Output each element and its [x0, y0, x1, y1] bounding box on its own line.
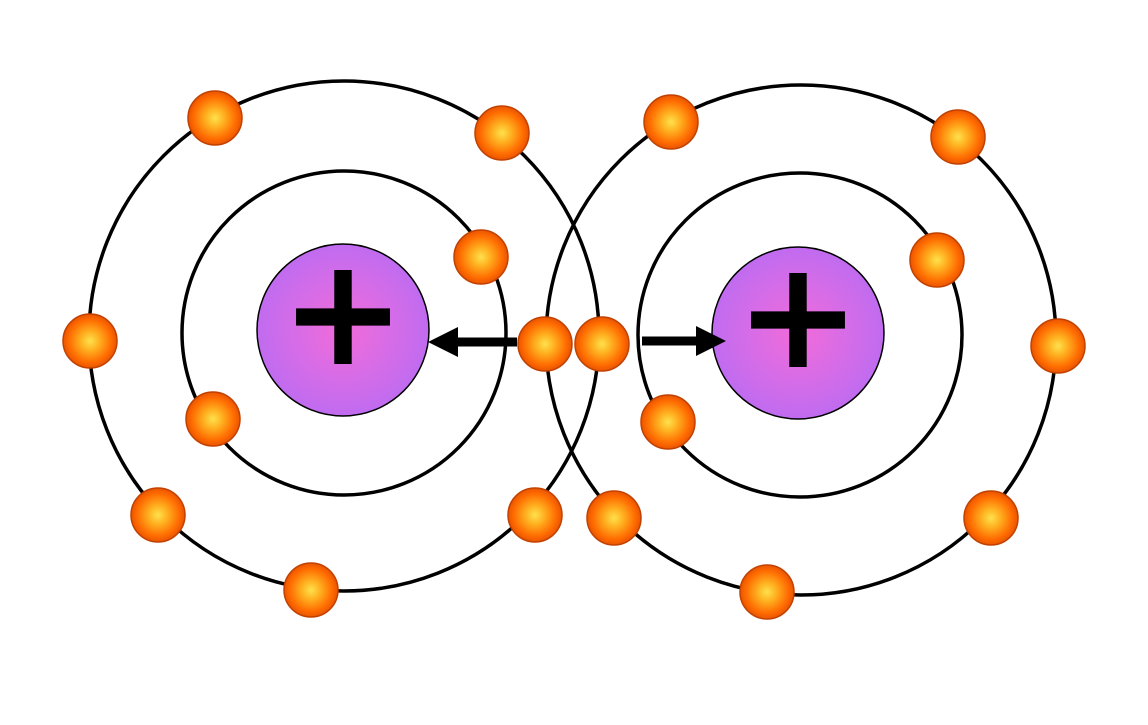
left-outer-electron: [507, 487, 563, 543]
right-atom: +: [544, 83, 1058, 597]
right-inner-orbit: [636, 171, 964, 499]
left-inner-electron: [185, 391, 241, 447]
right-inner-electron: [640, 394, 696, 450]
right-pull-arrow: [642, 326, 726, 356]
shared-electron: [517, 316, 573, 372]
right-outer-electron: [643, 94, 699, 150]
left-outer-electron: [283, 562, 339, 618]
shared-electron: [574, 316, 630, 372]
left-outer-electron: [130, 487, 186, 543]
right-outer-electron: [1030, 318, 1086, 374]
right-inner-electron: [909, 232, 965, 288]
right-outer-electron: [739, 564, 795, 620]
right-nucleus-plus-sign: +: [735, 229, 861, 403]
left-pull-arrow: [428, 327, 517, 357]
left-outer-electron: [62, 313, 118, 369]
left-atom: +: [87, 79, 601, 593]
left-outer-electron: [474, 105, 530, 161]
left-outer-electron: [187, 90, 243, 146]
right-outer-electron: [586, 490, 642, 546]
left-inner-orbit: [180, 169, 508, 497]
right-outer-electron: [930, 109, 986, 165]
left-nucleus-plus-sign: +: [280, 226, 406, 400]
electrons: [62, 90, 1086, 620]
right-outer-electron: [963, 490, 1019, 546]
right-nucleus: [711, 246, 885, 420]
left-nucleus: [256, 243, 430, 417]
left-inner-electron: [453, 229, 509, 285]
